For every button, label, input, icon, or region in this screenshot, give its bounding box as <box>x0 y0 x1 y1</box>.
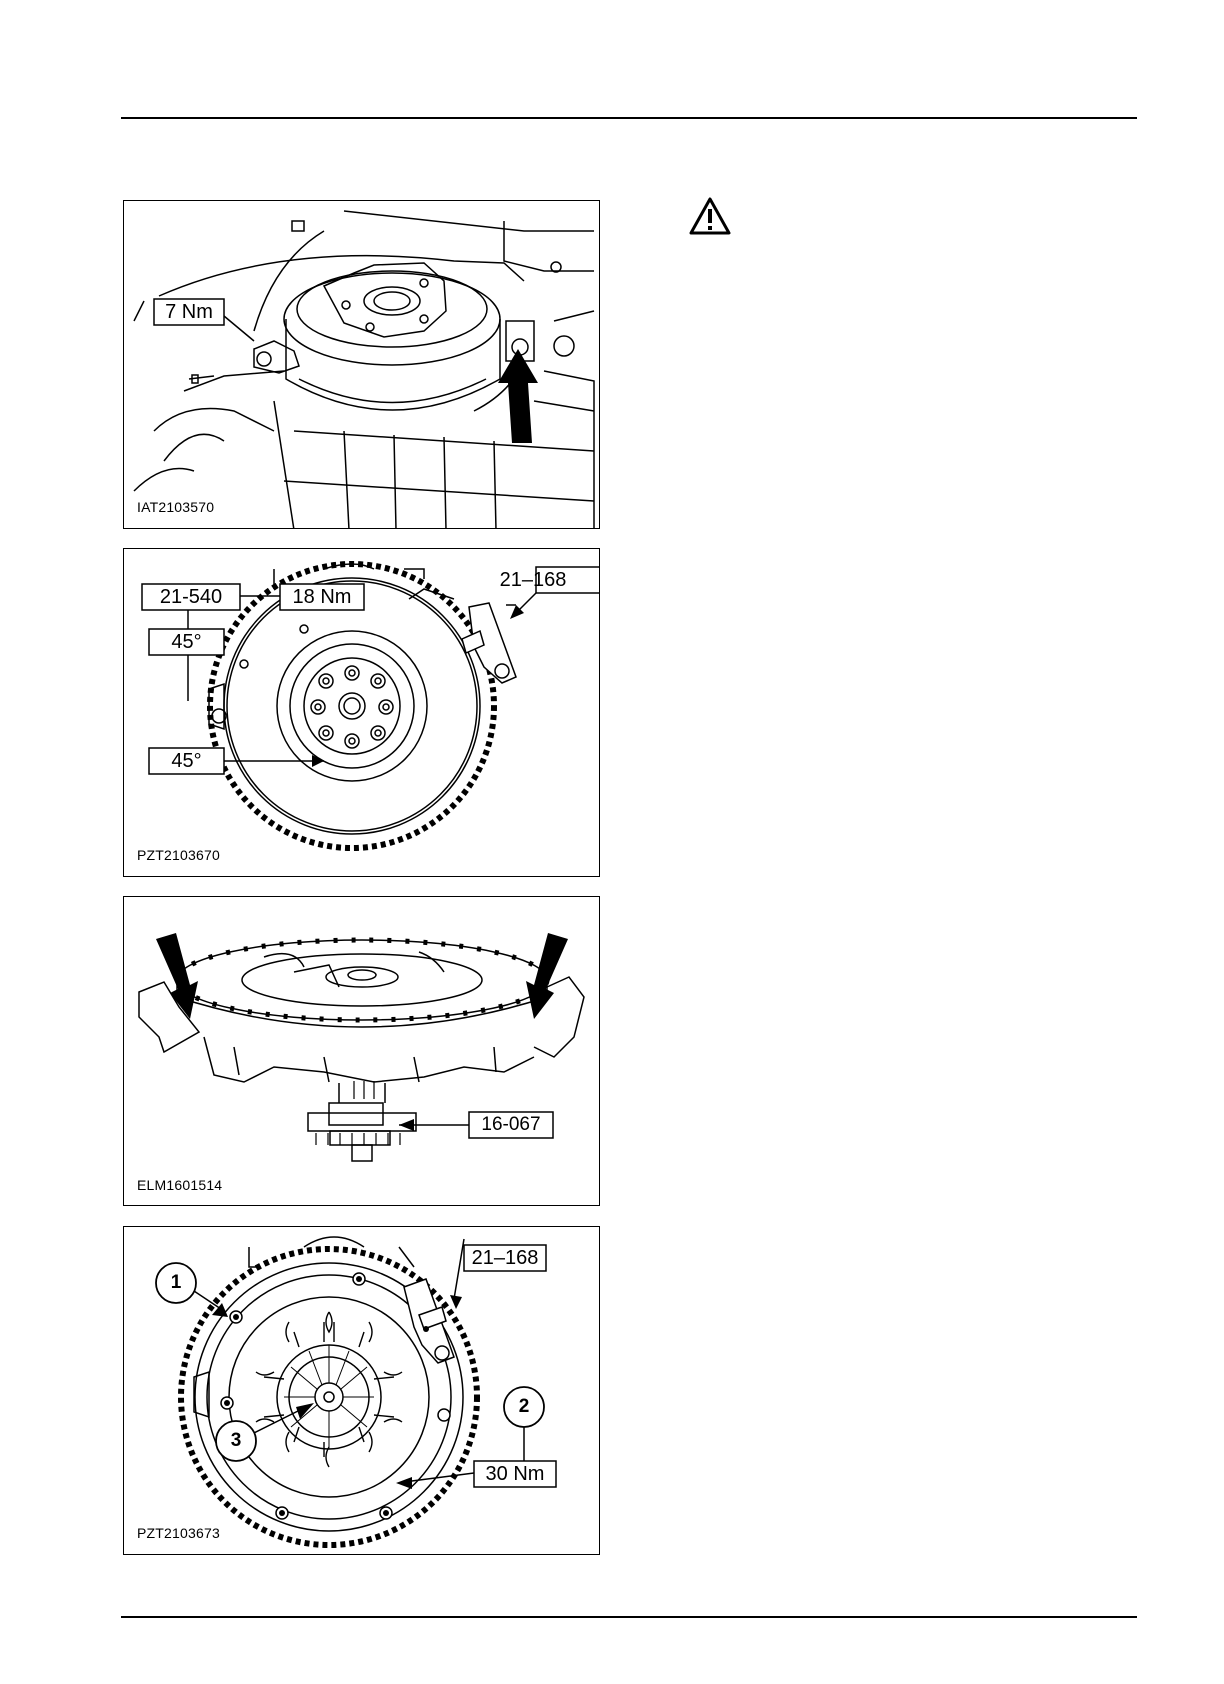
header-rule <box>121 117 1137 119</box>
tool-callout-21-540: 21-540 <box>142 584 240 610</box>
figure-id: PZT2103673 <box>137 1525 220 1541</box>
figure-id: PZT2103670 <box>137 847 220 863</box>
clutch-disc-illustration <box>124 897 600 1206</box>
angle-callout-2: 45° <box>149 748 224 774</box>
figure-panel-2: 21-540 18 Nm 21–168 45° 45° PZT2103670 <box>123 548 600 877</box>
tool-callout-16-067: 16-067 <box>469 1112 553 1138</box>
item-marker-3: 3 <box>216 1421 256 1461</box>
item-marker-1: 1 <box>156 1263 196 1303</box>
warning-triangle-icon <box>689 196 731 236</box>
angle-callout-1: 45° <box>149 629 224 655</box>
figure-panel-3: 16-067 ELM1601514 <box>123 896 600 1206</box>
figure-id: ELM1601514 <box>137 1177 222 1193</box>
figure-panel-1: 7 Nm IAT2103570 <box>123 200 600 529</box>
footer-rule <box>121 1616 1137 1618</box>
tool-callout-21-168: 21–168 <box>464 1245 546 1271</box>
tool-callout-21-168: 21–168 <box>489 567 577 593</box>
strut-mount-illustration <box>124 201 600 529</box>
torque-callout-7nm: 7 Nm <box>154 299 224 325</box>
torque-callout-30nm: 30 Nm <box>474 1461 556 1487</box>
item-marker-2: 2 <box>504 1387 544 1427</box>
figure-id: IAT2103570 <box>137 499 214 515</box>
torque-callout-18nm: 18 Nm <box>280 584 364 610</box>
figure-panel-4: 21–168 1 2 3 30 Nm PZT2103673 <box>123 1226 600 1555</box>
